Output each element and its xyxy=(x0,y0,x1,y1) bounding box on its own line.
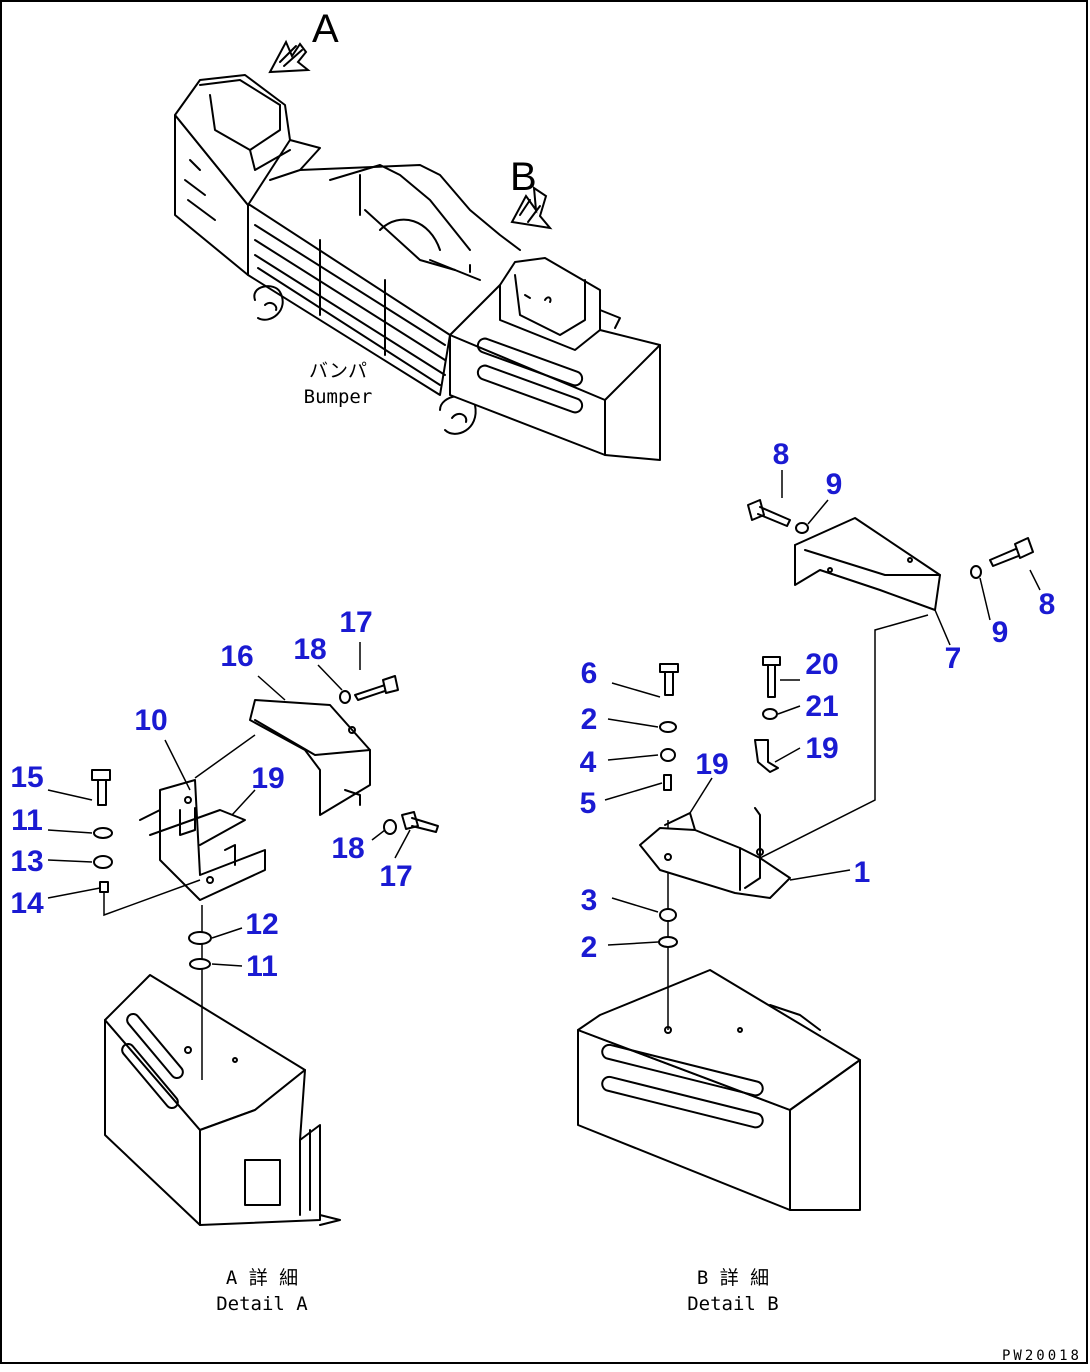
callout-15: 15 xyxy=(10,761,43,794)
callout-19: 19 xyxy=(695,748,728,781)
callout-11: 11 xyxy=(11,804,43,837)
nut-4 xyxy=(660,748,676,762)
drawing-code: PW20018 xyxy=(1002,1348,1082,1364)
washer-11-upper xyxy=(93,827,113,839)
pin-5 xyxy=(663,774,672,791)
callout-19: 19 xyxy=(251,762,284,795)
callout-18: 18 xyxy=(331,832,364,865)
detail-a-drawing xyxy=(91,675,439,1226)
callout-group: 8 9 8 9 7 1 6 2 4 5 19 20 21 19 3 2 17 1… xyxy=(10,438,1055,983)
bolt-20 xyxy=(762,656,781,698)
view-arrow-a: A xyxy=(268,7,339,74)
callout-9: 9 xyxy=(992,616,1009,649)
callout-6: 6 xyxy=(581,657,598,690)
nut-12 xyxy=(188,931,212,945)
view-label-b: B xyxy=(510,155,537,199)
callout-20: 20 xyxy=(805,648,838,681)
callout-16: 16 xyxy=(220,640,253,673)
callout-2: 2 xyxy=(581,931,598,964)
bolt-8-right xyxy=(989,537,1034,567)
pin-14 xyxy=(99,881,109,893)
callout-18: 18 xyxy=(293,633,326,666)
callout-13: 13 xyxy=(10,845,43,878)
callout-8: 8 xyxy=(773,438,790,471)
washer-9-right xyxy=(970,565,982,579)
callout-3: 3 xyxy=(581,884,598,917)
bolt-6 xyxy=(659,663,679,696)
washer-18-upper xyxy=(339,690,351,704)
callout-17: 17 xyxy=(339,606,372,639)
bolt-8-left xyxy=(747,499,791,527)
washer-2-lower xyxy=(658,936,678,948)
callout-10: 10 xyxy=(134,704,167,737)
view-label-a: A xyxy=(312,7,339,51)
callout-1: 1 xyxy=(854,856,871,889)
callout-7: 7 xyxy=(945,642,962,675)
detail-a-label-jp: A 詳 細 xyxy=(226,1267,298,1289)
callout-4: 4 xyxy=(580,746,597,779)
callout-5: 5 xyxy=(580,787,597,820)
washer-11-lower xyxy=(189,958,211,970)
detail-a-label-en: Detail A xyxy=(216,1293,308,1315)
callout-19: 19 xyxy=(805,732,838,765)
callout-12: 12 xyxy=(245,908,278,941)
bolt-15 xyxy=(91,769,111,806)
detail-b-drawing xyxy=(577,499,1034,1211)
callout-17: 17 xyxy=(379,860,412,893)
washer-2-upper xyxy=(659,721,677,733)
washer-18-lower xyxy=(383,819,397,835)
detail-b-label-en: Detail B xyxy=(687,1293,779,1315)
bolt-17-lower xyxy=(401,811,439,833)
callout-8: 8 xyxy=(1039,588,1056,621)
bumper-label-jp: バンパ xyxy=(309,360,367,382)
bumper-label-en: Bumper xyxy=(304,386,373,408)
nut-13 xyxy=(93,855,113,869)
washer-9-left xyxy=(795,522,809,534)
washer-21 xyxy=(762,708,778,720)
nut-3 xyxy=(659,908,677,922)
detail-b-label-jp: B 詳 細 xyxy=(697,1267,769,1289)
bumper-assembly xyxy=(174,74,661,461)
view-arrow-b: B xyxy=(510,155,553,230)
callout-21: 21 xyxy=(805,690,838,723)
callout-14: 14 xyxy=(10,887,44,920)
callout-2: 2 xyxy=(581,703,598,736)
callout-11: 11 xyxy=(246,950,278,983)
callout-9: 9 xyxy=(826,468,843,501)
clip-19-upper xyxy=(754,739,779,773)
bolt-17-upper xyxy=(354,675,399,701)
